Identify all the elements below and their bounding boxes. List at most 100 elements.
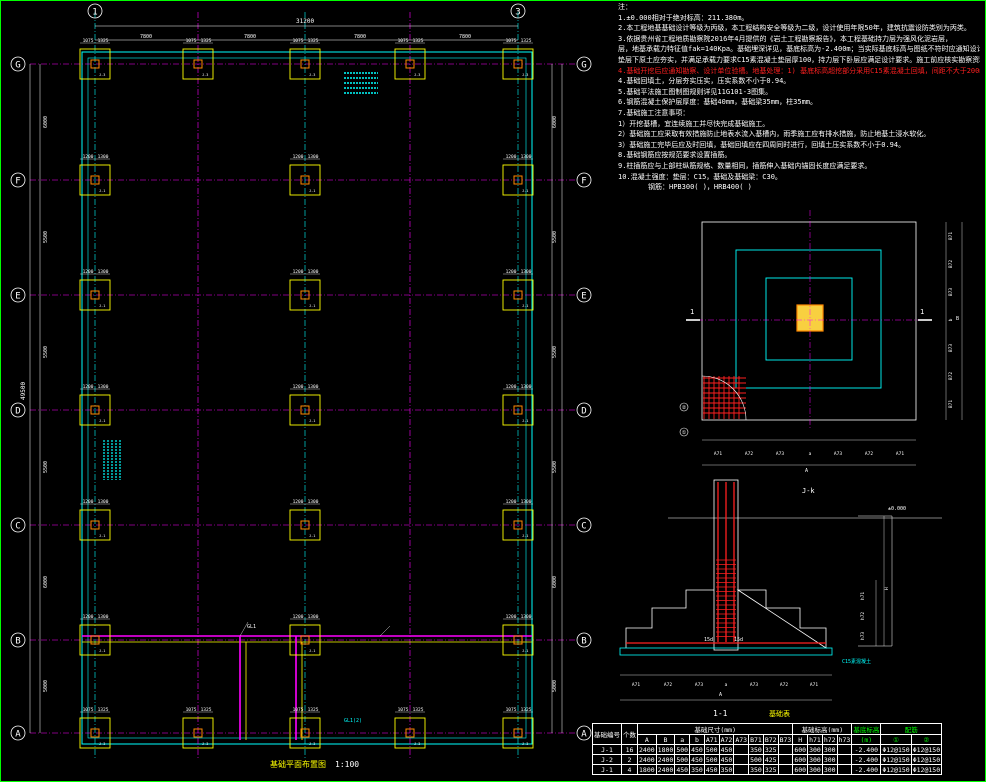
detail-bar-1: 15d xyxy=(704,637,713,643)
detail-side-label: B72 xyxy=(948,372,954,380)
table-cell: 600 xyxy=(792,764,809,775)
table-cell: 2400 xyxy=(655,764,676,775)
axis-bubble xyxy=(10,517,26,533)
notes-line: 3）基础施工完毕后应及时回填，基础回填应在四周同时进行，回填土压实系数不小于0.… xyxy=(618,140,906,149)
pad-dim-text: 1300 xyxy=(98,614,109,620)
table-cell: H xyxy=(792,734,809,745)
table-cell xyxy=(777,764,794,775)
column-stub xyxy=(513,520,523,530)
axis-label-left: C xyxy=(15,522,20,532)
table-cell: 450 xyxy=(718,754,735,765)
pad-tag: J-3 xyxy=(414,73,420,77)
column-stub xyxy=(405,59,415,69)
detail-cushion: C15素混凝土 xyxy=(842,658,871,665)
pad-dim-text: 1300 xyxy=(308,499,319,505)
pad-dim-text: 1300 xyxy=(98,384,109,390)
dim-row-label: 5000 xyxy=(43,680,49,692)
pad-dim-text: 1325 xyxy=(308,707,319,713)
table-cell: ① xyxy=(880,734,912,745)
foundation-pad xyxy=(289,624,321,656)
foundation-pad xyxy=(79,164,111,196)
axis-bubble xyxy=(576,632,592,648)
table-cell xyxy=(836,754,853,765)
table-cell: 基础尺寸(mm) xyxy=(636,723,794,735)
detail-step-1 xyxy=(735,249,882,389)
detail-side-label: b xyxy=(948,318,954,321)
foundation-pad xyxy=(289,394,321,426)
elev-label: h73 xyxy=(860,632,866,640)
pad-tag: J-1 xyxy=(99,649,105,653)
table-cell: 500 xyxy=(703,754,720,765)
axis-bubble xyxy=(576,56,592,72)
section-dim-label: A72 xyxy=(780,682,788,688)
axis-label-right: B xyxy=(581,637,586,647)
pad-tag: J-3 xyxy=(522,73,528,77)
dim-span-label: 7800 xyxy=(354,34,366,40)
axis-label-left: D xyxy=(15,407,20,417)
foundation-pad xyxy=(79,394,111,426)
column-stub xyxy=(193,728,203,738)
pad-dim-text: 1325 xyxy=(98,707,109,713)
table-cell: 500 xyxy=(674,754,691,765)
table-cell: J-2 xyxy=(592,754,622,765)
pad-dim-text: 1300 xyxy=(521,269,532,275)
pad-dim-text: 1075 xyxy=(83,38,94,44)
column-stub xyxy=(300,290,310,300)
elev-diagram xyxy=(858,515,893,647)
column-stub xyxy=(513,290,523,300)
section-column xyxy=(713,479,739,651)
table-cell: Φ12@150 xyxy=(910,754,943,765)
table-cell: 450 xyxy=(689,744,705,755)
cut-label: 1 xyxy=(920,308,924,316)
column-stub xyxy=(513,59,523,69)
table-cell: 600 xyxy=(792,754,809,765)
elev-label: H xyxy=(884,587,890,590)
table-cell: A72 xyxy=(718,734,735,745)
plan-outline-inner xyxy=(87,57,527,739)
pad-dim-text: 1200 xyxy=(83,499,94,505)
axis-bubble xyxy=(10,632,26,648)
notes-line: 3.依据贵州省工程地质勘察院2016年4月提供的《岩土工程勘察报告》，本工程基础… xyxy=(618,34,952,43)
pad-dim-text: 1075 xyxy=(398,38,409,44)
pad-tag: J-1 xyxy=(522,649,528,653)
pad-tag: J-3 xyxy=(414,742,420,746)
marker-label: ① xyxy=(682,430,687,436)
column-stub xyxy=(90,59,100,69)
axis-label-right: D xyxy=(581,407,586,417)
foundation-pad xyxy=(79,624,111,656)
notes-line: 2）基础施工应采取有效措施防止地表水流入基槽内，雨季施工应有排水措施，防止地基土… xyxy=(618,130,931,139)
pad-tag: J-1 xyxy=(99,304,105,308)
dim-row-label: 5500 xyxy=(43,461,49,473)
column-stub xyxy=(513,175,523,185)
pad-tag: J-3 xyxy=(202,73,208,77)
detail-dim-a: A xyxy=(805,468,808,474)
dim-row-label: 5500 xyxy=(43,231,49,243)
table-cell: B73 xyxy=(777,734,794,745)
pad-dim-text: 1200 xyxy=(83,614,94,620)
section-dim-label: A71 xyxy=(810,682,818,688)
pad-tag: J-1 xyxy=(522,534,528,538)
table-cell xyxy=(836,744,853,755)
axis-label-left: F xyxy=(15,177,20,187)
axis-bubble-top xyxy=(87,3,103,19)
table-cell: 1800 xyxy=(655,744,676,755)
column-stub xyxy=(90,635,100,645)
section-dim-label: a xyxy=(725,683,728,688)
column-stub xyxy=(90,290,100,300)
table-cell: 350 xyxy=(748,744,764,755)
table-cell: Φ12@150 xyxy=(880,744,912,755)
pad-dim-text: 1200 xyxy=(293,384,304,390)
pad-dim-text: 1300 xyxy=(308,154,319,160)
foundation-pad xyxy=(79,48,111,80)
pad-dim-text: 1300 xyxy=(521,384,532,390)
table-cell: A xyxy=(637,734,657,745)
pad-tag: J-1 xyxy=(99,189,105,193)
table-cell: 450 xyxy=(689,754,705,765)
table-cell: 325 xyxy=(762,744,779,755)
foundation-pad xyxy=(502,164,534,196)
axis-bubble xyxy=(576,517,592,533)
detail-section-title: 1-1 xyxy=(713,709,728,718)
